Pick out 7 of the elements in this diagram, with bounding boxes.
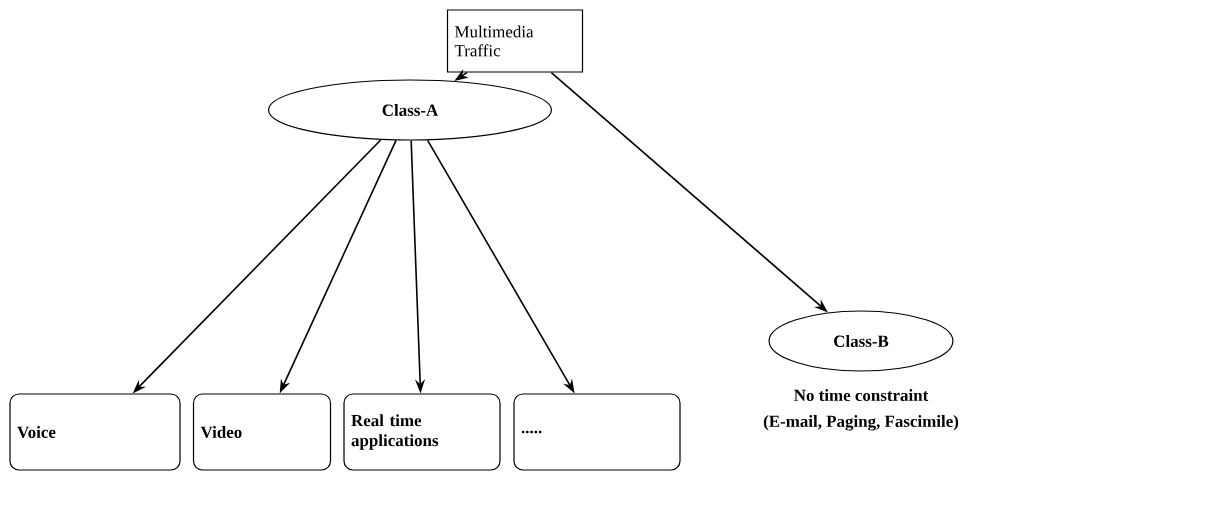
caption-text: (E-mail, Paging, Fascimile) [763, 415, 959, 431]
rounded-box: Real time applications [343, 393, 501, 471]
rounded-box: Voice [9, 393, 181, 471]
process-box: Multimedia Traffic [446, 9, 584, 73]
caption-text: No time constraint [794, 389, 929, 402]
rounded-box: ..... [513, 393, 681, 471]
rounded-box: Video [192, 393, 332, 471]
